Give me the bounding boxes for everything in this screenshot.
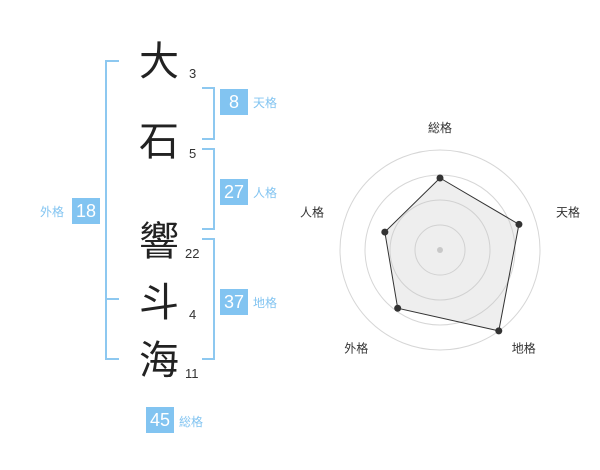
radar-point-3 <box>495 327 503 335</box>
name-char-4: 斗 <box>139 280 179 326</box>
name-char-3: 響 <box>139 219 179 265</box>
radar-grid-ring-1 <box>414 224 466 276</box>
name-char-2: 石 <box>139 119 179 165</box>
soukaku-score: 45 <box>146 407 174 433</box>
radar-grid-ring-2 <box>389 199 491 301</box>
chikaku-score: 37 <box>220 289 248 315</box>
tenkaku-score: 8 <box>220 89 248 115</box>
radar-axis-label-4: 外格 <box>344 341 368 356</box>
tenkaku-bracket <box>202 87 215 140</box>
gaikaku-label: 外格 <box>40 205 65 219</box>
stroke-count-1: 3 <box>189 66 197 81</box>
stroke-count-2: 5 <box>189 146 197 161</box>
name-char-5: 海 <box>139 338 179 384</box>
radar-series-polygon <box>384 177 520 332</box>
soukaku-label: 総格 <box>179 415 204 429</box>
chikaku-bracket <box>202 238 215 360</box>
radar-point-2 <box>515 220 523 228</box>
stroke-count-3: 22 <box>185 246 200 261</box>
jinkaku-score: 27 <box>220 179 248 205</box>
radar-center-dot <box>437 247 443 253</box>
radar-axis-label-3: 地格 <box>512 341 536 356</box>
gaikaku-score: 18 <box>72 198 100 224</box>
gaikaku-bracket-divider <box>105 298 119 300</box>
name-char-1: 大 <box>139 39 179 85</box>
radar-point-1 <box>436 174 444 182</box>
jinkaku-bracket <box>202 148 215 230</box>
chikaku-label: 地格 <box>253 296 278 310</box>
radar-point-5 <box>381 228 389 236</box>
stroke-count-4: 4 <box>189 307 197 322</box>
gaikaku-bracket <box>105 60 119 360</box>
stroke-count-5: 11 <box>185 366 199 381</box>
jinkaku-label: 人格 <box>253 186 278 200</box>
radar-axis-label-1: 総格 <box>428 120 452 135</box>
tenkaku-label: 天格 <box>253 96 278 110</box>
radar-axis-label-2: 天格 <box>556 204 580 219</box>
radar-axis-label-5: 人格 <box>300 204 324 219</box>
radar-point-4 <box>394 304 402 312</box>
